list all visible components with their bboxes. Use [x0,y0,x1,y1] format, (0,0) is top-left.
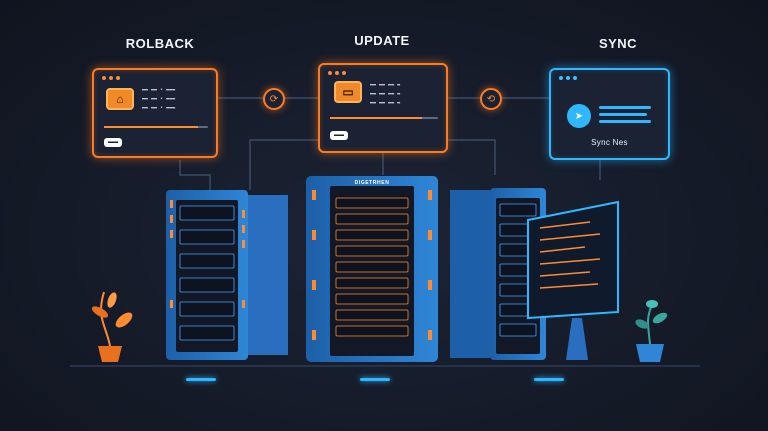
update-row: ▬▬ ▬▬ ▬▬ ▬ [370,91,401,97]
window-dots [559,76,577,80]
sync-status-text: Sync Nes [591,138,628,147]
floor-glow [360,378,390,381]
window-dots [328,71,346,75]
update-button[interactable]: ▬▬ [330,131,348,140]
rollback-row: ▬▬ ▬▬ • ▬▬▬ [142,105,176,111]
app-icon: ⌂ [106,88,134,110]
floor-glow [186,378,216,381]
plant-right [635,300,668,362]
refresh-icon: ⟲ [480,88,502,110]
rack-label: DIGETRHEN [354,180,390,186]
floor-glow [534,378,564,381]
rollback-button[interactable]: ▬▬ [104,138,122,147]
update-panel: ▭ ▬▬ ▬▬ ▬▬ ▬ ▬▬ ▬▬ ▬▬ ▬ ▬▬ ▬▬ ▬▬ ▬ ▬▬ [318,63,448,153]
update-progress-bar [330,117,438,119]
update-heading: UPDATE [354,33,410,48]
window-dots [102,76,120,80]
update-progress-fill [330,117,422,119]
refresh-icon: ⟳ [263,88,285,110]
update-row: ▬▬ ▬▬ ▬▬ ▬ [370,100,401,106]
rollback-row: ▬▬ ▬▬ • ▬▬▬ [142,96,176,102]
send-icon: ➤ [567,104,591,128]
monitor-screen [527,200,619,360]
update-rows: ▬▬ ▬▬ ▬▬ ▬ ▬▬ ▬▬ ▬▬ ▬ ▬▬ ▬▬ ▬▬ ▬ [370,81,400,108]
rollback-row: ▬▬ ▬▬ • ▬▬▬ [142,87,176,93]
update-row: ▬▬ ▬▬ ▬▬ ▬ [370,82,401,88]
app-icon: ▭ [334,81,362,103]
rollback-rows: ▬▬ ▬▬ • ▬▬▬ ▬▬ ▬▬ • ▬▬▬ ▬▬ ▬▬ • ▬▬▬ [142,86,175,113]
plant-left [91,291,133,362]
sync-panel: ➤ Sync Nes [549,68,670,160]
server-rack-center [306,176,438,362]
rollback-heading: ROLBACK [125,36,195,51]
server-rack-left [166,190,288,360]
rollback-panel: ⌂ ▬▬ ▬▬ • ▬▬▬ ▬▬ ▬▬ • ▬▬▬ ▬▬ ▬▬ • ▬▬▬ ▬▬ [92,68,218,158]
rollback-progress-bar [104,126,208,128]
sync-heading: SYNC [598,36,638,51]
sync-lines [599,106,651,127]
rollback-progress-fill [104,126,198,128]
